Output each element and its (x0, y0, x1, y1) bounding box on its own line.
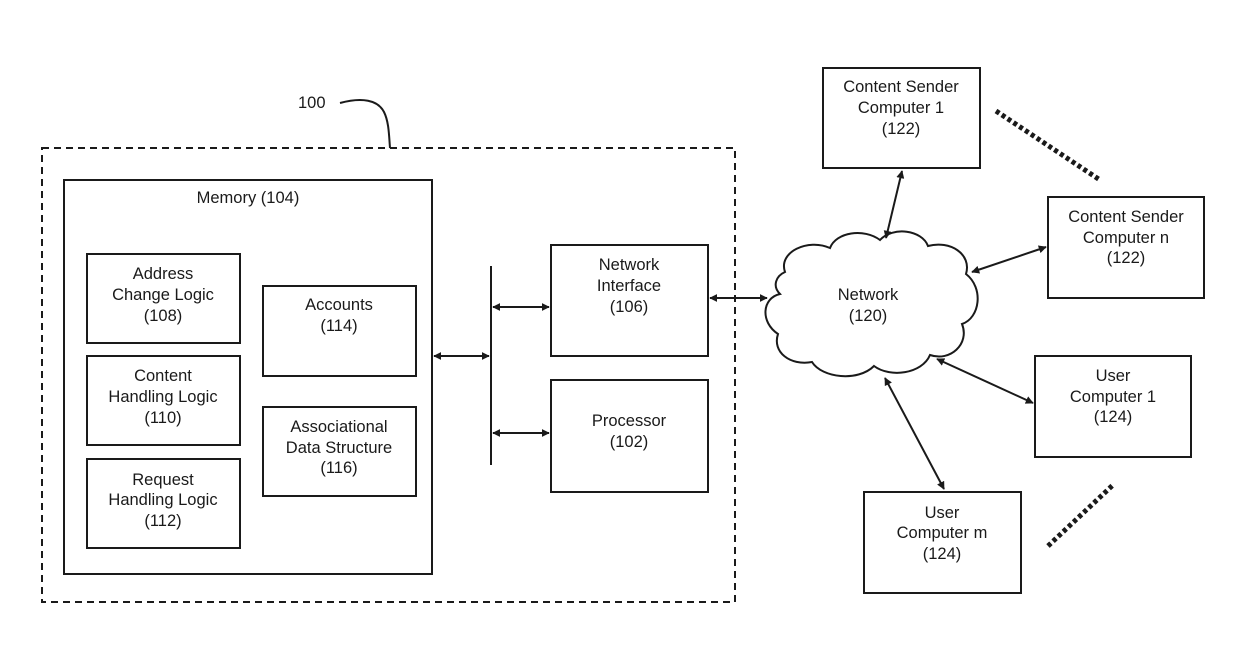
request-handling-logic-line2: Handling Logic (108, 491, 217, 509)
associational-data-structure-block: Associational Data Structure (116) (262, 406, 417, 497)
content-sender-computer-n-ref: (122) (1107, 249, 1146, 267)
processor-block: Processor (102) (550, 379, 709, 493)
network-interface-line1: Network (599, 256, 660, 274)
user-computer-1-line2: Computer 1 (1070, 388, 1156, 406)
accounts-ref: (114) (320, 317, 357, 335)
content-sender-computer-1-block: Content Sender Computer 1 (122) (822, 67, 981, 169)
network-line1: Network (838, 286, 899, 304)
content-sender-n-network-arrow (971, 245, 1047, 274)
user-computer-1-line1: User (1096, 367, 1131, 385)
memory-title: Memory (104) (197, 189, 300, 207)
address-change-logic-ref: (108) (144, 307, 183, 325)
request-handling-logic-ref: (112) (144, 512, 181, 530)
user-computer-m-block: User Computer m (124) (863, 491, 1022, 594)
content-sender-computer-n-line1: Content Sender (1068, 208, 1184, 226)
user-computer-1-ref: (124) (1094, 408, 1133, 426)
content-handling-logic-line2: Handling Logic (108, 388, 217, 406)
user-computers-ellipsis (1046, 482, 1116, 548)
request-handling-logic-line1: Request (132, 471, 194, 489)
accounts-block: Accounts (114) (262, 285, 417, 377)
content-handling-logic-block: Content Handling Logic (110) (86, 355, 241, 446)
content-senders-ellipsis (994, 108, 1102, 183)
network-ref: (120) (849, 307, 888, 325)
associational-data-structure-ref: (116) (320, 459, 357, 477)
system-reference-label: 100 (298, 94, 326, 112)
network-cloud: Network (120) (764, 230, 979, 378)
processor-ref: (102) (610, 433, 649, 451)
content-handling-logic-ref: (110) (144, 409, 181, 427)
processor-line1: Processor (592, 412, 667, 430)
content-sender-computer-n-block: Content Sender Computer n (122) (1047, 196, 1205, 299)
network-interface-block: Network Interface (106) (550, 244, 709, 357)
content-sender-computer-1-line2: Computer 1 (858, 99, 944, 117)
content-sender-computer-n-line2: Computer n (1083, 229, 1169, 247)
associational-data-structure-line2: Data Structure (286, 439, 392, 457)
associational-data-structure-line1: Associational (290, 418, 387, 436)
accounts-line1: Accounts (305, 296, 373, 314)
user-computer-m-line1: User (925, 504, 960, 522)
address-change-logic-line2: Change Logic (112, 286, 214, 304)
user-computer-1-block: User Computer 1 (124) (1034, 355, 1192, 458)
user-computer-m-network-arrow (884, 377, 945, 490)
content-handling-logic-line1: Content (134, 367, 192, 385)
system-boundary (41, 147, 736, 603)
network-interface-ref: (106) (610, 298, 649, 316)
system-reference-leader (339, 99, 391, 149)
user-computer-m-ref: (124) (923, 545, 962, 563)
content-sender-computer-1-ref: (122) (882, 120, 921, 138)
network-interface-line2: Interface (597, 277, 661, 295)
user-computer-1-network-arrow (936, 358, 1034, 404)
content-sender-1-network-arrow (883, 170, 905, 239)
content-sender-computer-1-line1: Content Sender (843, 78, 959, 96)
user-computer-m-line2: Computer m (897, 524, 988, 542)
address-change-logic-block: Address Change Logic (108) (86, 253, 241, 344)
request-handling-logic-block: Request Handling Logic (112) (86, 458, 241, 549)
address-change-logic-line1: Address (133, 265, 194, 283)
